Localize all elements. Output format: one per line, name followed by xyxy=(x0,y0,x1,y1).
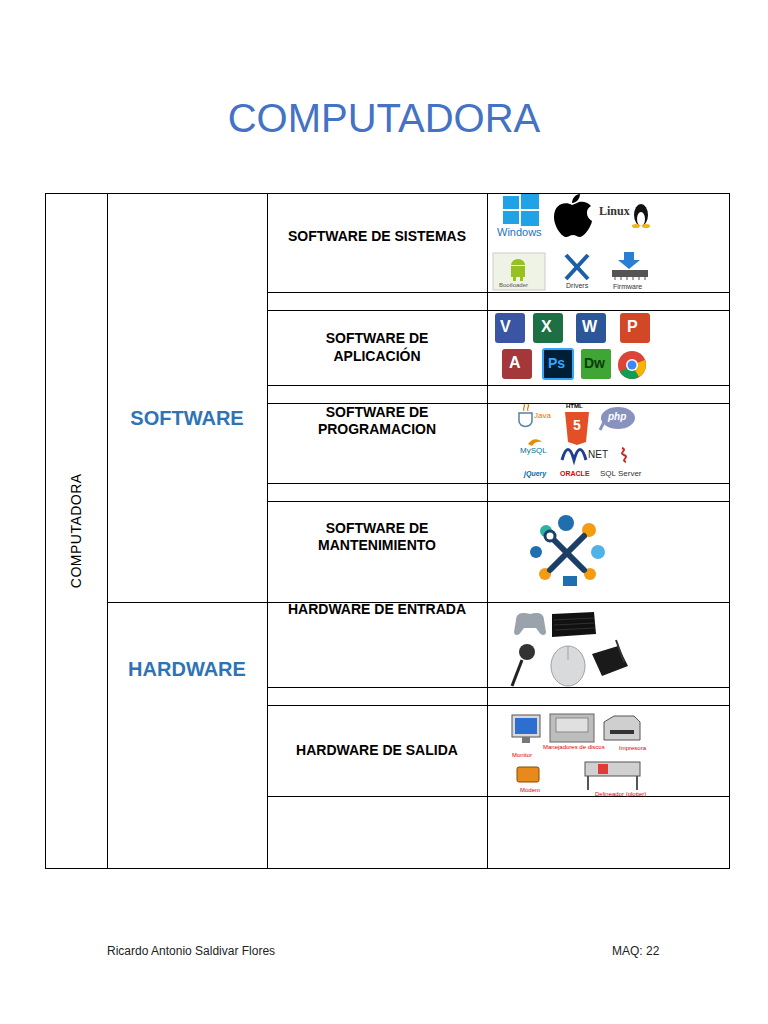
cell-label: SOFTWARE DE PROGRAMACION xyxy=(302,404,452,439)
logo-text: HTML xyxy=(566,403,583,409)
icon-letter: W xyxy=(582,319,597,335)
logo-text: 5 xyxy=(573,418,581,432)
icon-caption: Manejadores de discos xyxy=(543,744,605,750)
icon-letter: Dw xyxy=(584,356,605,370)
page-title: COMPUTADORA xyxy=(0,98,768,138)
logo-text: Windows xyxy=(497,227,542,238)
icon-caption: Monitor xyxy=(512,752,532,758)
application-software-icons xyxy=(490,311,658,385)
maintenance-illustration xyxy=(530,515,605,586)
icon-letter: X xyxy=(541,319,552,335)
system-software-icons xyxy=(490,194,658,292)
icon-caption: Delineador (plotter) xyxy=(595,791,646,797)
logo-text: jQuery xyxy=(524,470,546,477)
category-cell: SOFTWARE xyxy=(107,193,267,602)
subcategory-cell: SOFTWARE DE SISTEMAS xyxy=(267,193,487,292)
icon-letter: Ps xyxy=(548,356,565,370)
output-hardware-illustration xyxy=(512,714,640,790)
subcategory-cell: SOFTWARE DE PROGRAMACION xyxy=(267,403,487,483)
footer-code: MAQ: 22 xyxy=(612,945,659,957)
icon-letter: A xyxy=(509,355,521,371)
category-cell: HARDWARE xyxy=(107,602,267,868)
logo-text: NET xyxy=(588,450,608,460)
icon-caption: Impresora xyxy=(619,745,646,751)
icon-letter: V xyxy=(500,319,511,335)
cell-label: SOFTWARE DE APLICACIÓN xyxy=(312,330,442,365)
input-hardware-illustration xyxy=(512,604,630,687)
icon-caption: Firmware xyxy=(613,283,642,290)
cell-label: SOFTWARE DE SISTEMAS xyxy=(288,228,466,246)
logo-text: php xyxy=(608,412,626,422)
logo-text: Linux xyxy=(599,205,630,217)
icon-caption: Bootloader xyxy=(499,282,528,288)
logo-text: Java xyxy=(534,412,551,420)
cell-label: SOFTWARE xyxy=(130,406,243,431)
logo-text: SQL Server xyxy=(600,470,642,478)
logo-text: ORACLE xyxy=(560,470,590,477)
subcategory-cell: SOFTWARE DE APLICACIÓN xyxy=(267,310,487,385)
icon-letter: P xyxy=(627,319,638,335)
subcategory-cell: SOFTWARE DE MANTENIMIENTO xyxy=(267,501,487,602)
cell-label: HARDWARE DE SALIDA xyxy=(296,742,458,760)
subcategory-cell: HARDWARE DE ENTRADA xyxy=(267,602,487,687)
cell-label: HARDWARE xyxy=(128,657,246,682)
cell-label: HARDWARE DE ENTRADA xyxy=(288,601,466,619)
icon-caption: Drivers xyxy=(566,282,588,289)
logo-text: MySQL xyxy=(520,447,547,455)
root-cell: COMPUTADORA xyxy=(45,193,107,868)
subcategory-cell: HARDWARE DE SALIDA xyxy=(267,705,487,796)
programming-software-icons xyxy=(519,404,635,462)
icon-caption: Módem xyxy=(520,787,540,793)
table-grid xyxy=(46,194,730,869)
footer-author: Ricardo Antonio Saldivar Flores xyxy=(107,945,275,957)
vertical-label: COMPUTADORA xyxy=(67,473,85,588)
cell-label: SOFTWARE DE MANTENIMIENTO xyxy=(307,520,447,555)
